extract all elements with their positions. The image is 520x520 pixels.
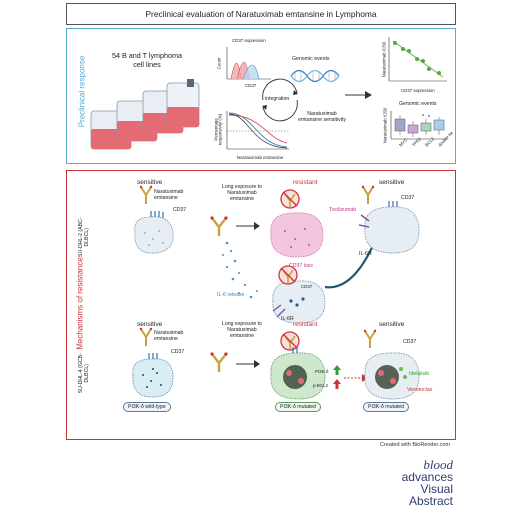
row2-sensitive-right-label: sensitive [379,321,405,328]
page-title: Preclinical evaluation of Naratuximab em… [145,9,377,19]
preclinical-response-panel: Preclinical response 54 B and T lymphoma… [66,28,456,164]
title-box: Preclinical evaluation of Naratuximab em… [66,3,456,25]
cd37-expression-label: CD37 expression [232,38,266,43]
row1-long-exposure-label: Long exposure to Naratuximab emtansine [221,184,263,203]
visual-abstract: Preclinical evaluation of Naratuximab em… [66,3,456,440]
bcl2-up-label: p-BCL2 [313,383,328,388]
antibody-icon [139,327,153,346]
flasks-illustration [90,79,200,150]
up-arrow-icon [333,379,341,389]
resistant-cell-icon [270,347,326,400]
idelalisib-label: Idelalisib [409,371,430,377]
row1-cd37-label: CD37 [173,207,187,213]
row1-sensitive-right-label: sensitive [379,179,405,186]
flask-icon [166,82,200,128]
row1-resistant-label: resistant [293,179,318,186]
genomic-boxplot [390,111,447,140]
brand-line-3: Visual [420,482,453,496]
row2-drug-label: Naratuximab emtansine [154,330,184,342]
drug-axis-label: Naratuximab emtansine [237,155,284,160]
box-title-label: Genomic events [399,101,437,107]
il6r-right-label: IL-6R [359,251,372,257]
integration-label: integration [265,96,290,102]
percentage-axis-label: Percentage responsivity (%) [213,113,223,146]
cd37-histogram [226,47,271,80]
blood-advances-logo: blood advances Visual Abstract [402,458,453,507]
preclinical-response-label: Preclinical response [77,55,87,128]
pi3k-wildtype-badge: PI3K-δ wild-type [123,402,171,412]
antibody-icon [210,352,228,372]
flask-cap-icon [187,79,194,87]
dose-response-plot [226,111,289,150]
ic50-scatter-plot [388,37,447,82]
up-arrow-icon [333,365,341,375]
row2-sensitive-label: sensitive [137,321,163,328]
cd37-axis-label: CD37 [245,83,257,88]
il6-release-label: IL-6 release [217,292,245,298]
treated-cell-icon [364,352,420,400]
row2-long-exposure-label: Long exposure to Naratuximab emtansine [221,321,263,340]
row1-cell-line-label: SU-DHL-2 (ABC-DLBCL) [77,217,90,257]
row1-cd37-right-label: CD37 [401,195,415,201]
row1-sensitive-label: sensitive [137,179,163,186]
brand-line-1: blood [423,457,453,472]
arrow-right-icon [236,360,260,368]
row2-cell-line-label: SU-DHL-4 (GCB-DLBCL) [77,353,90,394]
no-antibody-icon [280,331,300,351]
row1-cd37-small-label: CD37 [301,284,313,289]
count-axis-label: Count [216,57,222,70]
arrow-right-icon [236,222,260,230]
brand-line-4: Abstract [408,494,453,508]
biorender-credit: Created with BioRender.com [379,442,450,448]
antibody-icon [139,185,153,204]
cd37-loss-label: CD37 loss [289,263,313,269]
row2-cd37-right-label: CD37 [403,339,417,345]
box-y-label: Naratuximab IC50 [382,107,388,144]
arrow-right-icon [345,91,372,99]
no-antibody-icon [280,189,300,209]
venetoclax-label: Venetoclax [407,387,433,393]
genomic-events-label: Genomic events [292,56,330,62]
tocilizumab-label: Tocilizumab [329,207,357,213]
sensitive-cell-icon [132,353,174,398]
brand-line-2: advances [401,470,453,484]
pi3k-mutated-right-badge: PI3K-δ mutated [363,402,410,412]
pi3k-up-label: PI3K-δ [315,369,329,374]
mechanisms-of-resistance-panel: Mechanisms of resistance SU-DHL-2 (ABC-D… [66,170,456,440]
cell-lines-label: 54 B and T lymphoma cell lines [111,51,183,69]
integration-arrows [262,78,298,122]
row2-cd37-label: CD37 [171,349,185,355]
il6r-label: IL-6R [281,316,294,322]
no-antibody-icon [278,265,298,285]
sensitive-cell-icon [358,201,420,254]
sensitive-cell-icon [134,211,174,254]
row2-resistant-label: resistant [293,321,318,328]
scatter-y-label: Naratuximab IC50 [381,41,387,78]
sensitivity-label: Naratuximab emtansine sensitivity [298,111,346,124]
resistant-cell-icon [270,212,324,258]
antibody-icon [363,329,377,348]
dna-icon [290,69,340,83]
il6-release-dots [222,241,258,299]
pi3k-mutated-badge: PI3K-δ mutated [275,402,322,412]
row1-drug-label: Naratuximab emtansine [154,189,184,201]
antibody-icon [361,185,375,204]
antibody-icon [210,216,228,236]
scatter-x-label: CD37 expression [401,88,435,93]
